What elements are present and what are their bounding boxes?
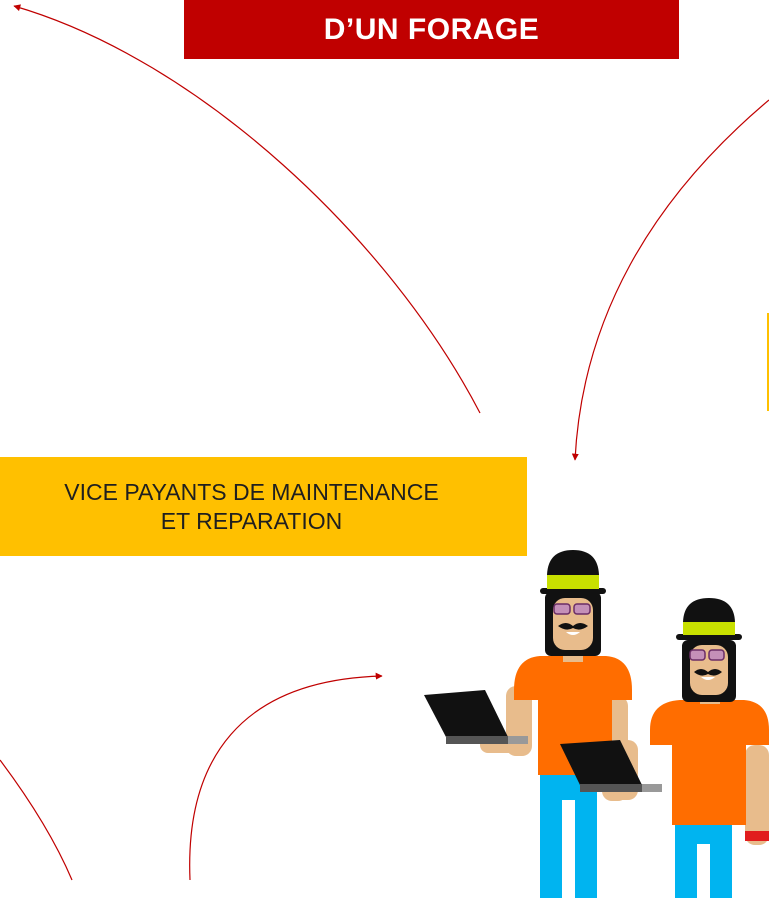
arrow-to-service-area (189, 672, 383, 881)
line-bottom-left (0, 759, 73, 881)
service-line-1: VICE PAYANTS DE MAINTENANCE (64, 478, 439, 505)
service-box: VICE PAYANTS DE MAINTENANCE ET REPARATIO… (0, 457, 527, 556)
partial-box-right-edge (767, 313, 769, 411)
technician-1 (424, 550, 632, 898)
arrow-to-technicians (571, 99, 769, 461)
arrow-to-top-left (13, 4, 481, 414)
service-line-2: ET REPARATION (160, 507, 343, 534)
title-text: D’UN FORAGE (323, 12, 540, 46)
title-box: D’UN FORAGE (184, 0, 679, 59)
technician-2 (560, 598, 769, 898)
